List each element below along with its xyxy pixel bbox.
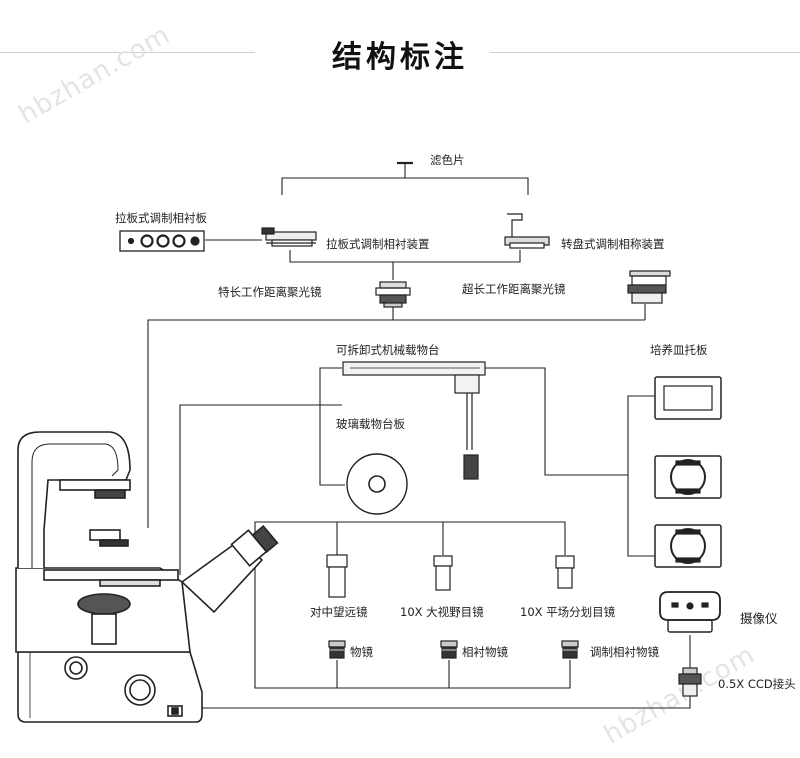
title-rule-left [0, 52, 255, 53]
dish-holder-rect-icon [654, 376, 722, 420]
label-mod-phase-objective: 调制相衬物镜 [590, 645, 659, 659]
dish-holder-round-icon [654, 455, 722, 499]
objective-icon [328, 640, 346, 659]
label-extra-long-condenser: 特长工作距离聚光镜 [218, 285, 322, 299]
extra-long-condenser-icon [375, 281, 411, 308]
label-mech-stage: 可拆卸式机械载物台 [336, 343, 440, 357]
label-telescope: 对中望远镜 [310, 605, 368, 619]
label-filter: 滤色片 [430, 153, 465, 167]
connector-lines [147, 163, 691, 709]
slider-device-icon [261, 227, 317, 247]
telescope-icon [326, 554, 348, 598]
page-title: 结构标注 [332, 40, 468, 75]
label-dish-holder: 培养皿托板 [650, 343, 708, 357]
label-ultra-long-condenser: 超长工作距离聚光镜 [462, 282, 566, 296]
label-ccd-adapter: 0.5X CCD接头 [718, 677, 796, 691]
microscope-icon [15, 431, 279, 723]
phase-objective-icon [440, 640, 458, 659]
label-phase-objective: 相衬物镜 [462, 645, 508, 659]
label-wide-eyepiece: 10X 大视野目镜 [400, 605, 484, 619]
mod-phase-objective-icon [561, 640, 579, 659]
glass-stage-plate-icon [346, 453, 408, 515]
slider-plate-icon [119, 230, 205, 252]
title-rule-right [490, 52, 800, 53]
turret-device-icon [504, 213, 550, 249]
label-slider-plate: 拉板式调制相衬板 [115, 211, 207, 225]
mechanical-stage-icon [342, 361, 486, 480]
reticle-eyepiece-icon [555, 555, 575, 589]
label-turret-device: 转盘式调制相称装置 [561, 237, 665, 251]
label-reticle-eyepiece: 10X 平场分划目镜 [520, 605, 616, 619]
ccd-adapter-icon [678, 667, 702, 697]
camera-icon [659, 591, 721, 633]
label-glass-stage: 玻璃载物台板 [336, 417, 405, 431]
label-camera: 摄像仪 [740, 611, 778, 626]
label-slider-device: 拉板式调制相衬装置 [326, 237, 430, 251]
dish-holder-round-icon-2 [654, 524, 722, 568]
ultra-long-condenser-icon [627, 270, 671, 304]
label-objective: 物镜 [350, 645, 373, 659]
wide-eyepiece-icon [433, 555, 453, 591]
